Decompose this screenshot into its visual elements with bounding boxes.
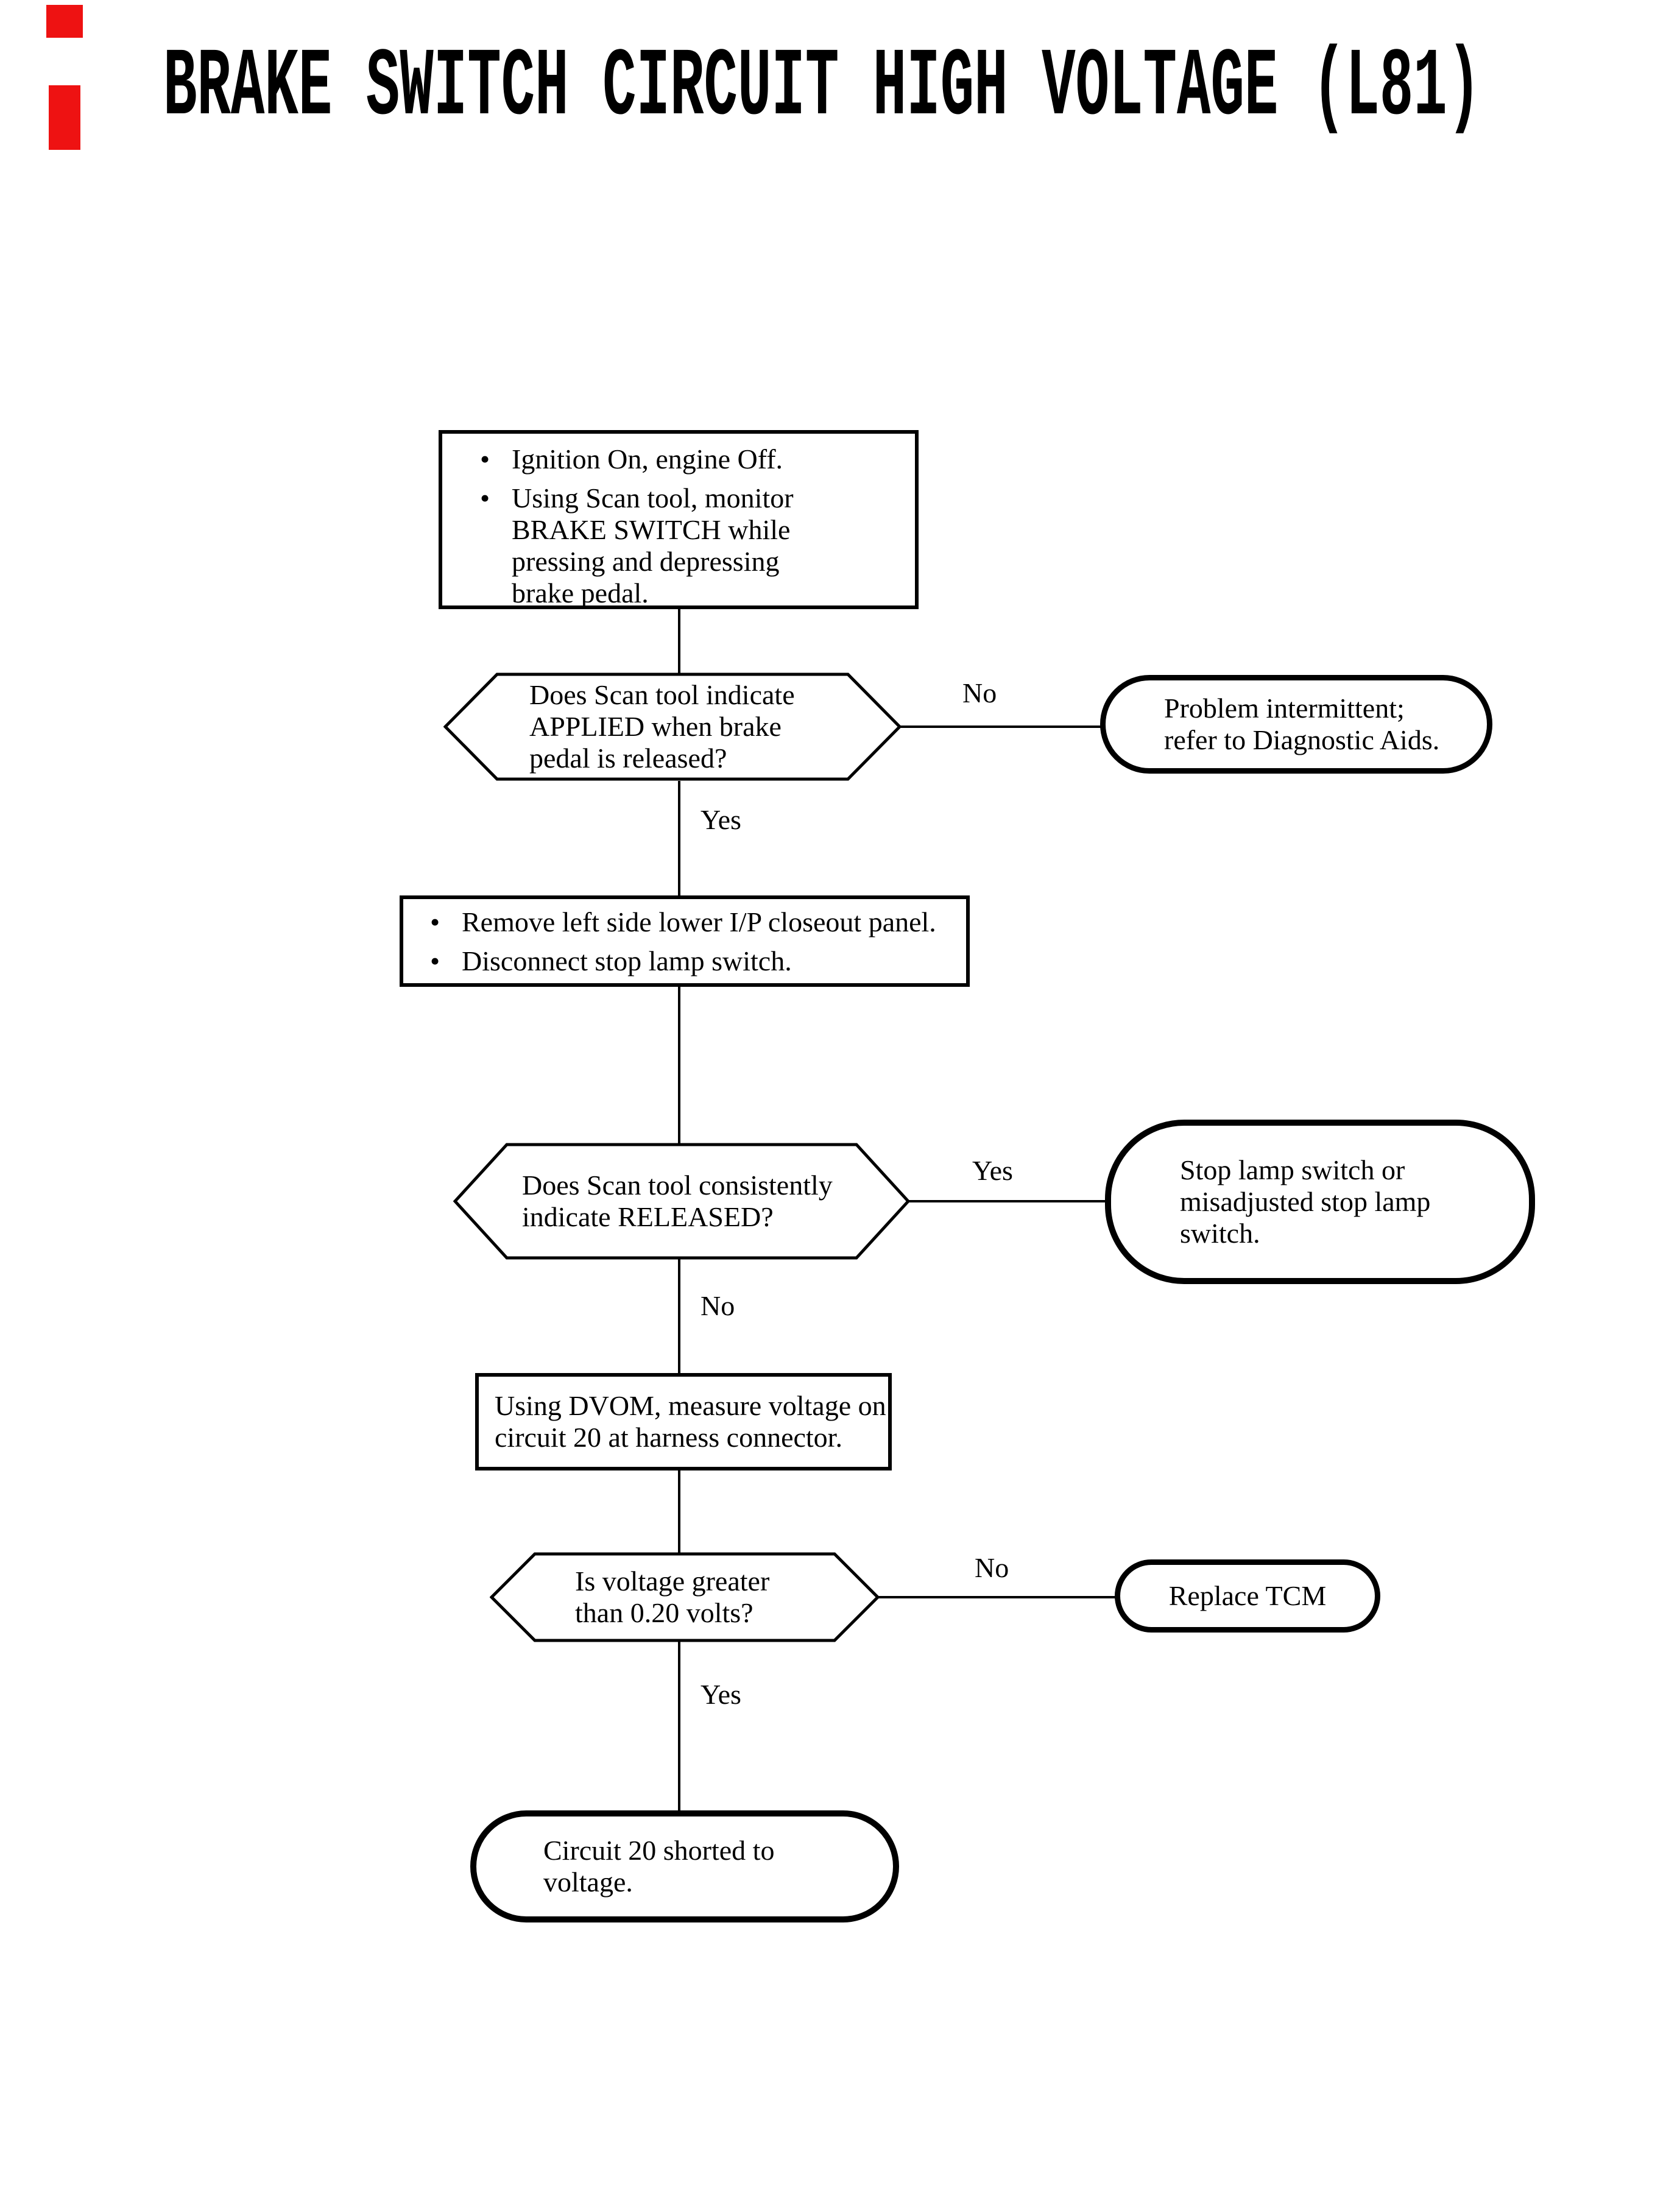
step-text-line: Using DVOM, measure voltage on [495, 1390, 886, 1421]
terminal-problem-intermittent: Problem intermittent; refer to Diagnosti… [1100, 675, 1492, 774]
scan-artifact-red-mark [46, 5, 83, 38]
step-text-line: brake pedal. [512, 577, 649, 609]
decision-text-line: than 0.20 volts? [575, 1597, 754, 1628]
connector-line [678, 1641, 680, 1812]
terminal-text-line: switch. [1180, 1218, 1260, 1249]
terminal-text-line: voltage. [543, 1866, 633, 1898]
branch-label-yes: Yes [701, 1679, 741, 1710]
bullet-item: • Using Scan tool, monitor BRAKE SWITCH … [480, 482, 909, 609]
terminal-replace-tcm: Replace TCM [1115, 1559, 1380, 1633]
step-text-line: Remove left side lower I/P closeout pane… [462, 906, 936, 937]
bullet-icon: • [430, 906, 440, 937]
branch-label-no: No [962, 677, 997, 708]
branch-label-yes: Yes [972, 1155, 1013, 1186]
connector-line [678, 1259, 680, 1374]
decision-hexagon-shape [453, 1143, 910, 1260]
step-text-line: Disconnect stop lamp switch. [462, 945, 792, 976]
decision-hexagon-shape [490, 1552, 880, 1642]
step-measure-voltage-circuit-20: Using DVOM, measure voltage on circuit 2… [475, 1373, 892, 1470]
decision-scan-indicates-released: Does Scan tool consistently indicate REL… [453, 1143, 910, 1260]
connector-line [900, 725, 1101, 728]
terminal-text-line: Replace TCM [1168, 1580, 1327, 1611]
connector-line [909, 1200, 1106, 1202]
terminal-circuit-20-shorted: Circuit 20 shorted to voltage. [470, 1810, 899, 1922]
step-text-line: circuit 20 at harness connector. [495, 1422, 842, 1453]
step-text-line: Ignition On, engine Off. [512, 443, 783, 475]
branch-label-yes: Yes [701, 804, 741, 835]
terminal-text-line: Circuit 20 shorted to [543, 1835, 775, 1866]
bullet-icon: • [430, 945, 440, 976]
bullet-item: • Remove left side lower I/P closeout pa… [430, 906, 960, 938]
terminal-text-line: refer to Diagnostic Aids. [1164, 724, 1440, 755]
step-text-line: BRAKE SWITCH while [512, 514, 791, 545]
bullet-item: • Disconnect stop lamp switch. [430, 945, 960, 977]
scan-artifact-red-mark [49, 85, 80, 150]
bullet-icon: • [480, 482, 490, 514]
decision-scan-indicates-applied: Does Scan tool indicate APPLIED when bra… [443, 673, 902, 781]
terminal-stop-lamp-switch: Stop lamp switch or misadjusted stop lam… [1105, 1120, 1535, 1284]
step-ignition-scan-monitor: • Ignition On, engine Off. • Using Scan … [439, 430, 919, 609]
decision-text-line: Does Scan tool consistently [522, 1170, 833, 1201]
step-text-line: pressing and depressing [512, 546, 780, 577]
decision-voltage-greater-020: Is voltage greater than 0.20 volts? [490, 1552, 880, 1642]
terminal-text-line: misadjusted stop lamp [1180, 1186, 1431, 1217]
bullet-item: • Ignition On, engine Off. [480, 443, 909, 475]
branch-label-no: No [701, 1290, 735, 1321]
decision-text-line: indicate RELEASED? [522, 1201, 774, 1232]
decision-text-line: pedal is released? [529, 743, 727, 774]
decision-text-line: APPLIED when brake [529, 711, 782, 742]
decision-text-line: Is voltage greater [575, 1566, 770, 1597]
connector-line [678, 986, 680, 1144]
step-text-line: Using Scan tool, monitor [512, 482, 794, 514]
branch-label-no: No [975, 1552, 1009, 1583]
connector-line [878, 1596, 1116, 1598]
terminal-text-line: Problem intermittent; [1164, 693, 1405, 724]
bullet-icon: • [480, 443, 490, 475]
step-remove-panel-disconnect-switch: • Remove left side lower I/P closeout pa… [400, 895, 970, 987]
decision-text-line: Does Scan tool indicate [529, 679, 795, 710]
page-title: BRAKE SWITCH CIRCUIT HIGH VOLTAGE (L81) [163, 34, 1481, 143]
terminal-text-line: Stop lamp switch or [1180, 1154, 1405, 1185]
connector-line [678, 1469, 680, 1553]
connector-line [678, 609, 680, 674]
connector-line [678, 781, 680, 897]
decision-hexagon-shape [443, 673, 902, 781]
